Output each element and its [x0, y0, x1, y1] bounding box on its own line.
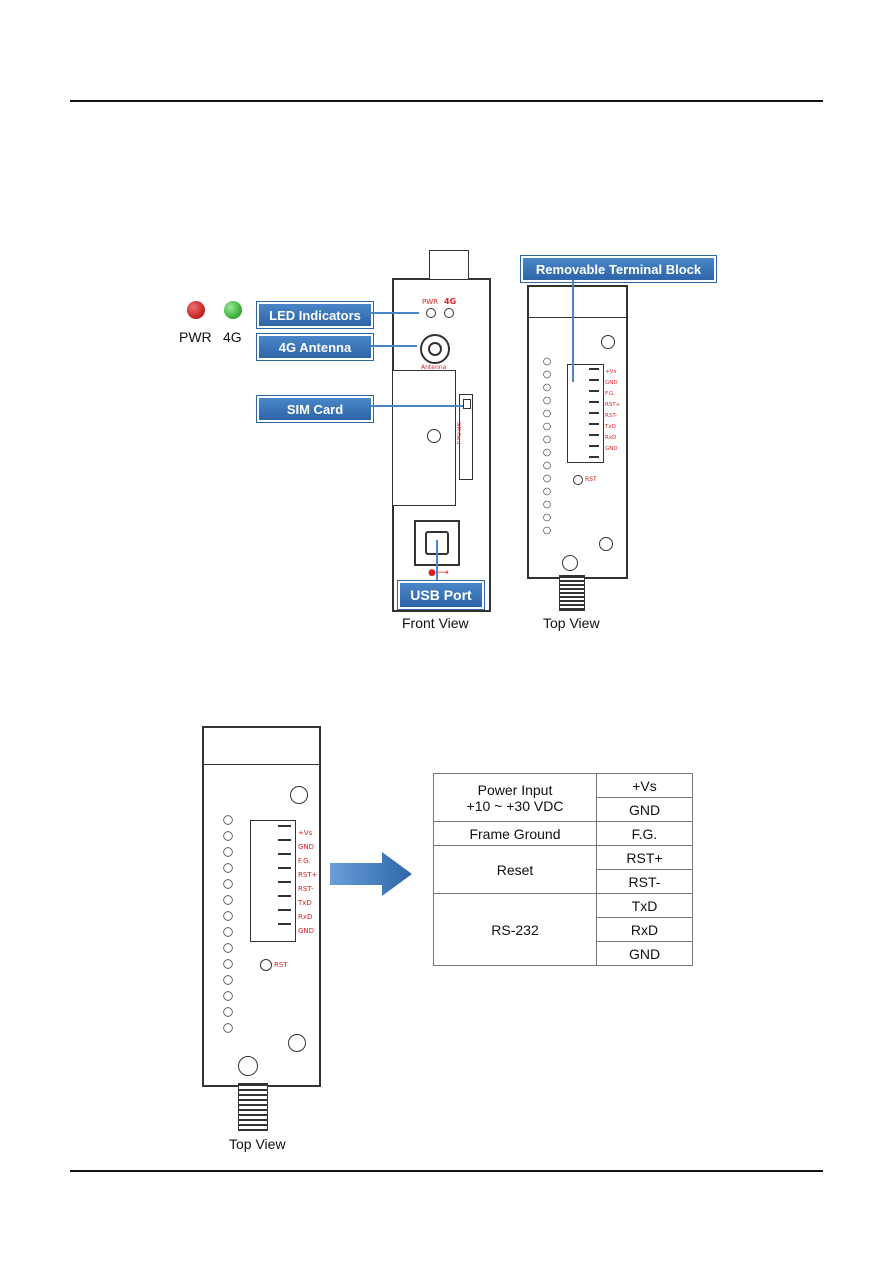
power-input-cell: Power Input +10 ~ +30 VDC — [433, 773, 597, 822]
front-view-caption: Front View — [402, 615, 469, 631]
led-leader-line — [371, 312, 419, 314]
pin-cell: F.G. — [596, 821, 693, 846]
large-pin-list: +Vs GND F.G. RST+ RST- TxD RxD GND — [298, 829, 318, 935]
top-view-caption: Top View — [543, 615, 600, 631]
sim-leader-line — [371, 405, 463, 407]
antenna-connector-icon — [420, 334, 450, 364]
sim-cover — [392, 370, 456, 506]
top-screw-icon — [601, 335, 615, 349]
table-row: Frame Ground F.G. — [433, 821, 693, 846]
footer-rule — [70, 1170, 823, 1172]
bottom-screw-icon — [599, 537, 613, 551]
reset-cell: Reset — [433, 845, 597, 894]
pin-cell: TxD — [596, 893, 693, 918]
small-rst-hole — [573, 475, 583, 485]
frame-ground-cell: Frame Ground — [433, 821, 597, 846]
terminal-leader-line — [572, 280, 574, 382]
usb-leader-line — [436, 540, 438, 580]
top-view-large-device: +Vs GND F.G. RST+ RST- TxD RxD GND RST — [202, 726, 321, 1087]
pin-cell: RST+ — [596, 845, 693, 870]
sim-card-callout: SIM Card — [257, 396, 373, 422]
usb-port-callout: USB Port — [398, 581, 484, 609]
bottom-nut-icon — [562, 555, 578, 571]
led-indicators-callout: LED Indicators — [257, 302, 373, 328]
table-row: GND — [434, 941, 693, 966]
small-rst-label: RST — [585, 476, 597, 483]
4g-silk: 4G — [444, 297, 457, 306]
right-arrow-icon — [330, 852, 412, 896]
table-row: Reset RST+ — [433, 845, 693, 894]
usb-symbol-icon: ●⟶ — [428, 568, 449, 578]
table-row: RS-232 TxD — [433, 893, 693, 966]
cover-screw-icon — [427, 429, 441, 443]
4g-led-label: 4G — [223, 329, 242, 345]
vent-holes-left — [542, 355, 552, 537]
top-antenna-connector — [559, 575, 585, 611]
sim-silk: SIM Card — [455, 421, 462, 445]
pwr-led-icon — [187, 301, 205, 319]
table-row: GND — [434, 797, 693, 822]
table-row: Power Input +10 ~ +30 VDC +Vs — [433, 773, 693, 822]
terminal-block-callout: Removable Terminal Block — [521, 256, 716, 282]
large-vent-holes — [222, 812, 234, 1034]
pin-cell: +Vs — [596, 773, 693, 798]
large-bottom-screw-icon — [288, 1034, 306, 1052]
antenna-callout: 4G Antenna — [257, 334, 373, 360]
front-view-device: PWR 4G Antenna SIM Card ●⟶ — [392, 250, 491, 612]
top-view-device: +Vs GND F.G. RST+ RST- TxD RxD GND RST — [527, 285, 628, 579]
top-view-caption-2: Top View — [229, 1136, 286, 1152]
large-rst-label: RST — [274, 961, 288, 969]
pin-cell: RST- — [596, 869, 693, 894]
din-clip — [429, 250, 469, 279]
sim-slot — [459, 394, 473, 480]
pwr-led-hole — [426, 308, 436, 318]
pwr-silk: PWR — [422, 298, 439, 306]
rs232-cell: RS-232 — [433, 893, 597, 966]
antenna-silk: Antenna — [421, 364, 447, 371]
large-terminal-block — [250, 820, 296, 942]
4g-led-icon — [224, 301, 242, 319]
small-pin-list: +Vs GND F.G. RST+ RST- TxD RxD GND — [605, 369, 621, 452]
large-top-screw-icon — [290, 786, 308, 804]
large-rst-hole — [260, 959, 272, 971]
pwr-led-label: PWR — [179, 329, 212, 345]
antenna-leader-line — [371, 345, 417, 347]
table-row: RST- — [434, 869, 693, 894]
pin-cell: GND — [596, 797, 693, 822]
header-rule — [70, 100, 823, 102]
large-bottom-nut-icon — [238, 1056, 258, 1076]
large-antenna-connector — [238, 1083, 268, 1131]
pin-cell: RxD — [596, 917, 693, 942]
4g-led-hole — [444, 308, 454, 318]
pin-cell: GND — [596, 941, 693, 966]
pin-assignment-table: Power Input +10 ~ +30 VDC +Vs GND Frame … — [433, 773, 693, 966]
